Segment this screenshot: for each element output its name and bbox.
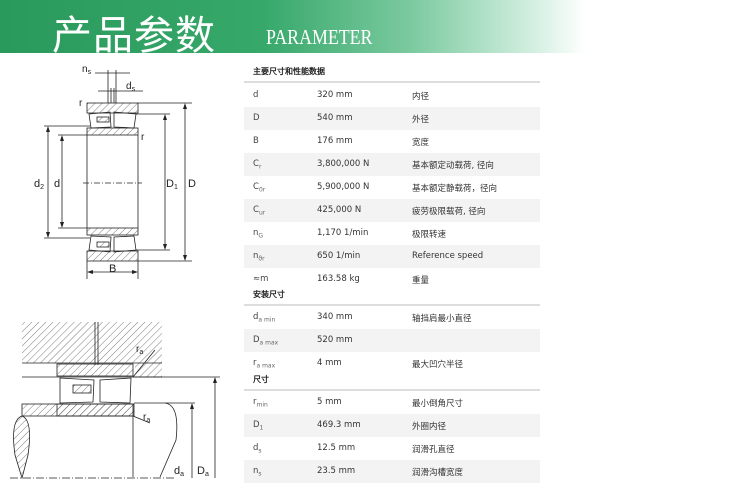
label-D1: D1	[166, 178, 178, 191]
label-d: d	[54, 178, 60, 190]
table-row: ra max 4 mm 最大凹穴半径	[244, 352, 540, 375]
label-r-inner: r	[141, 132, 145, 143]
param-value: 540 mm	[317, 113, 353, 123]
table-row: ns 23.5 mm 润滑沟槽宽度	[244, 460, 540, 483]
param-value: 320 mm	[317, 90, 353, 100]
label-da: da	[174, 465, 184, 478]
param-value: 469.3 mm	[317, 420, 361, 430]
table-row: Cur 425,000 N 疲劳极限载荷, 径向	[244, 199, 540, 222]
label-ra-bottom: ra	[143, 412, 150, 424]
table-row: da min 340 mm 轴挡肩最小直径	[244, 306, 540, 329]
section-divider	[244, 304, 540, 306]
banner-title-cn: 产品参数	[52, 13, 216, 59]
table-row: ds 12.5 mm 润滑孔直径	[244, 437, 540, 460]
table-row: C0r 5,900,000 N 基本额定静载荷，径向	[244, 176, 540, 199]
param-symbol: Cur	[253, 205, 266, 217]
bearing-dimension-drawing: ns ds r r d2 d D1 D B	[34, 64, 196, 279]
param-description: 外圈内径	[412, 422, 447, 432]
label-ds: ds	[126, 81, 136, 93]
param-value: 12.5 mm	[317, 443, 356, 453]
param-value: 3,800,000 N	[317, 159, 370, 169]
param-value: 5 mm	[317, 397, 342, 407]
section-divider	[244, 81, 540, 83]
section-title: 主要尺寸和性能数据	[253, 67, 325, 76]
param-symbol: C0r	[253, 182, 266, 194]
param-description: 轴挡肩最小直径	[412, 314, 472, 324]
param-description: Reference speed	[412, 251, 484, 261]
param-symbol: ns	[253, 466, 262, 478]
param-symbol: Cr	[253, 159, 262, 171]
table-row: B 176 mm 宽度	[244, 130, 540, 153]
param-value: 23.5 mm	[317, 466, 356, 476]
param-symbol: B	[253, 136, 259, 146]
param-value: 425,000 N	[317, 205, 362, 215]
param-description: 外径	[412, 115, 430, 125]
table-row: ≈m 163.58 kg 重量	[244, 268, 540, 291]
param-symbol: ≈m	[253, 274, 269, 284]
param-description: 宽度	[412, 138, 430, 148]
param-value: 340 mm	[317, 312, 353, 322]
label-d2: d2	[34, 178, 44, 191]
mounting-dimension-drawing: ra ra da Da	[10, 322, 220, 480]
param-description: 极限转速	[412, 230, 447, 240]
label-ra-top: ra	[136, 344, 143, 356]
table-row: rmin 5 mm 最小倒角尺寸	[244, 391, 540, 414]
label-D: D	[188, 178, 196, 190]
param-description: 润滑孔直径	[412, 445, 455, 455]
label-B: B	[109, 263, 116, 275]
param-symbol: Da max	[253, 335, 279, 347]
label-r-top: r	[79, 98, 83, 109]
param-description: 疲劳极限载荷, 径向	[412, 207, 486, 217]
param-symbol: nϑr	[253, 251, 265, 263]
param-description: 内径	[412, 92, 430, 102]
param-value: 176 mm	[317, 136, 353, 146]
param-value: 520 mm	[317, 335, 353, 345]
table-row: D 540 mm 外径	[244, 107, 540, 130]
param-description: 基本额定静载荷，径向	[412, 184, 498, 194]
param-description: 最小倒角尺寸	[412, 399, 464, 409]
table-row: d 320 mm 内径	[244, 84, 540, 107]
param-symbol: da min	[253, 312, 276, 324]
param-symbol: D	[253, 113, 260, 123]
param-description: 最大凹穴半径	[412, 360, 464, 370]
param-value: 163.58 kg	[317, 274, 360, 284]
label-ns: ns	[82, 64, 92, 76]
section-divider	[244, 389, 540, 391]
param-symbol: rmin	[253, 397, 268, 409]
param-symbol: d	[253, 90, 259, 100]
label-Da: Da	[197, 465, 209, 478]
param-value: 4 mm	[317, 358, 342, 368]
param-description: 重量	[412, 276, 430, 286]
section-title: 安装尺寸	[253, 290, 285, 299]
table-row: nϑr 650 1/min Reference speed	[244, 245, 540, 268]
param-description: 基本额定动载荷, 径向	[412, 161, 494, 171]
table-row: Da max 520 mm	[244, 329, 540, 352]
param-symbol: D1	[253, 420, 264, 432]
param-symbol: ds	[253, 443, 262, 455]
param-symbol: ra max	[253, 358, 276, 370]
param-value: 5,900,000 N	[317, 182, 370, 192]
table-row: Cr 3,800,000 N 基本额定动载荷, 径向	[244, 153, 540, 176]
param-value: 650 1/min	[317, 251, 361, 261]
banner-title-en: PARAMETER	[266, 25, 373, 49]
param-symbol: nG	[253, 228, 264, 240]
param-value: 1,170 1/min	[317, 228, 369, 238]
table-row: nG 1,170 1/min 极限转速	[244, 222, 540, 245]
section-title: 尺寸	[253, 375, 269, 384]
param-description: 润滑沟槽宽度	[412, 468, 464, 478]
table-row: D1 469.3 mm 外圈内径	[244, 414, 540, 437]
header-banner: 产品参数 PARAMETER	[0, 0, 750, 59]
